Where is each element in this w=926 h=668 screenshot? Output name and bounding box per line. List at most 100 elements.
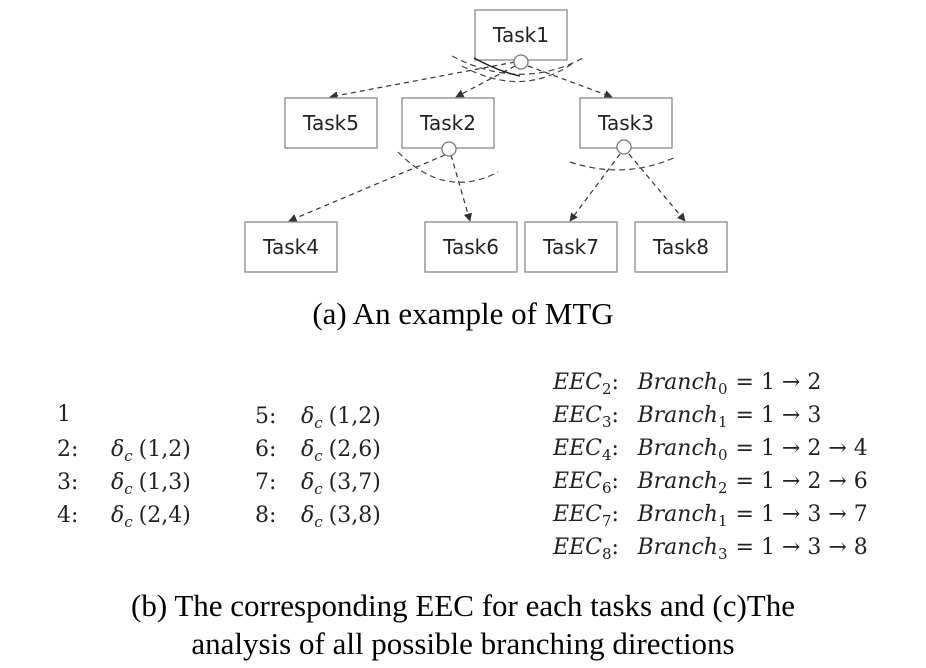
branch-path: = 1 → 3 → 7: [735, 502, 868, 527]
colon: :: [611, 469, 619, 494]
task-label: Task4: [262, 235, 319, 259]
branch-label: Branch: [637, 502, 718, 527]
eec-args: (1,2): [328, 404, 381, 429]
edge-t3-t7: [569, 153, 621, 222]
branch-subscript: 0: [717, 446, 728, 464]
eec-row: 1: [57, 402, 111, 427]
edge-t3-t8: [628, 153, 686, 222]
task-label: Task6: [442, 235, 499, 259]
branch-row: EEC3:Branch1= 1 → 3: [553, 403, 821, 431]
eec-task-number: 3:: [57, 470, 79, 495]
delta-symbol: δ: [301, 503, 315, 528]
task-box: [474, 9, 568, 61]
caption-b-line2: analysis of all possible branching direc…: [191, 626, 735, 661]
colon: :: [611, 436, 619, 461]
branch-subscript: 2: [717, 479, 728, 497]
colon: :: [611, 502, 619, 527]
eec-args: (1,2): [138, 437, 191, 462]
edge-t2-t4: [288, 154, 446, 222]
eec-label: EEC: [553, 436, 602, 461]
delta-subscript: c: [314, 513, 323, 531]
branch-label: Branch: [637, 403, 718, 428]
branch-row: EEC7:Branch1= 1 → 3 → 7: [553, 502, 868, 530]
colon: :: [611, 403, 619, 428]
branch-row: EEC2:Branch0= 1 → 2: [553, 370, 821, 398]
task-box: [524, 221, 618, 273]
task-label: Task5: [302, 111, 359, 135]
eec-label: EEC: [553, 502, 602, 527]
branch-path: = 1 → 2 → 4: [735, 436, 868, 461]
task-node-t2: Task2: [401, 97, 495, 149]
eec-task-number: 6:: [255, 437, 277, 462]
eec-args: (2,4): [138, 503, 191, 528]
branch-label: Branch: [637, 370, 718, 395]
eec-label: EEC: [553, 535, 602, 560]
delta-subscript: c: [314, 480, 323, 498]
eec-task-number: 5:: [255, 404, 277, 429]
delta-symbol: δ: [301, 437, 315, 462]
delta-subscript: c: [124, 480, 133, 498]
task-box: [634, 221, 728, 273]
eec-row: 7:δc(3,7): [255, 470, 381, 498]
junction-task2: [397, 141, 499, 183]
task-node-t7: Task7: [524, 221, 618, 273]
caption-b-line1: (b) The corresponding EEC for each tasks…: [131, 588, 795, 623]
eec-task-number: 2:: [57, 437, 79, 462]
delta-symbol: δ: [301, 470, 315, 495]
eec-args: (2,6): [328, 437, 381, 462]
colon: :: [611, 535, 619, 560]
eec-args: (3,8): [328, 503, 381, 528]
branch-path: = 1 → 2 → 6: [735, 469, 868, 494]
edge-t2-t6: [450, 154, 472, 222]
branch-subscript: 3: [717, 545, 728, 563]
eec-task-number: 4:: [57, 503, 79, 528]
eec-args: (1,3): [138, 470, 191, 495]
edge-t1-t2: [455, 65, 516, 98]
task-node-t1: Task1: [474, 9, 568, 61]
delta-subscript: c: [314, 447, 323, 465]
branch-path: = 1 → 2: [735, 370, 822, 395]
eec-label: EEC: [553, 469, 602, 494]
delta-symbol: δ: [111, 503, 125, 528]
branch-label: Branch: [637, 436, 718, 461]
branch-row: EEC8:Branch3= 1 → 3 → 8: [553, 535, 868, 563]
branch-subscript: 1: [717, 413, 728, 431]
edge-t1-t5: [329, 61, 516, 100]
eec-subscript: 6: [601, 479, 612, 497]
eec-row: 5:δc(1,2): [255, 404, 381, 432]
task-label: Task2: [419, 111, 476, 135]
task-label: Task8: [652, 235, 709, 259]
junction-task1: [451, 54, 586, 83]
delta-subscript: c: [124, 513, 133, 531]
eec-task-number: 1: [57, 402, 71, 427]
branch-subscript: 0: [717, 380, 728, 398]
branch-label: Branch: [637, 469, 718, 494]
delta-symbol: δ: [301, 404, 315, 429]
task-label: Task1: [492, 23, 549, 47]
task-node-t5: Task5: [284, 97, 378, 149]
branch-subscript: 1: [717, 512, 728, 530]
task-box: [401, 97, 495, 149]
colon: :: [611, 370, 619, 395]
edge-t1-t3: [527, 65, 613, 99]
eec-row: 8:δc(3,8): [255, 503, 381, 531]
task-box: [424, 221, 518, 273]
eec-subscript: 2: [601, 380, 612, 398]
branch-path: = 1 → 3 → 8: [735, 535, 868, 560]
branch-path: = 1 → 3: [735, 403, 822, 428]
branch-row: EEC6: Branch2 = 1 → 2 → 6: [553, 469, 868, 497]
task-node-t4: Task4: [244, 221, 338, 273]
caption-a: (a) An example of MTG: [312, 296, 614, 331]
eec-subscript: 4: [601, 446, 612, 464]
task-box: [244, 221, 338, 273]
eec-args: (3,7): [328, 470, 381, 495]
eec-label: EEC: [553, 403, 602, 428]
task-label: Task3: [597, 111, 654, 135]
delta-symbol: δ: [111, 437, 125, 462]
branch-row: EEC4: Branch0 = 1 → 2 → 4: [553, 436, 868, 464]
task-node-t8: Task8: [634, 221, 728, 273]
delta-subscript: c: [124, 447, 133, 465]
eec-row: 4: δc (2,4): [57, 503, 191, 531]
